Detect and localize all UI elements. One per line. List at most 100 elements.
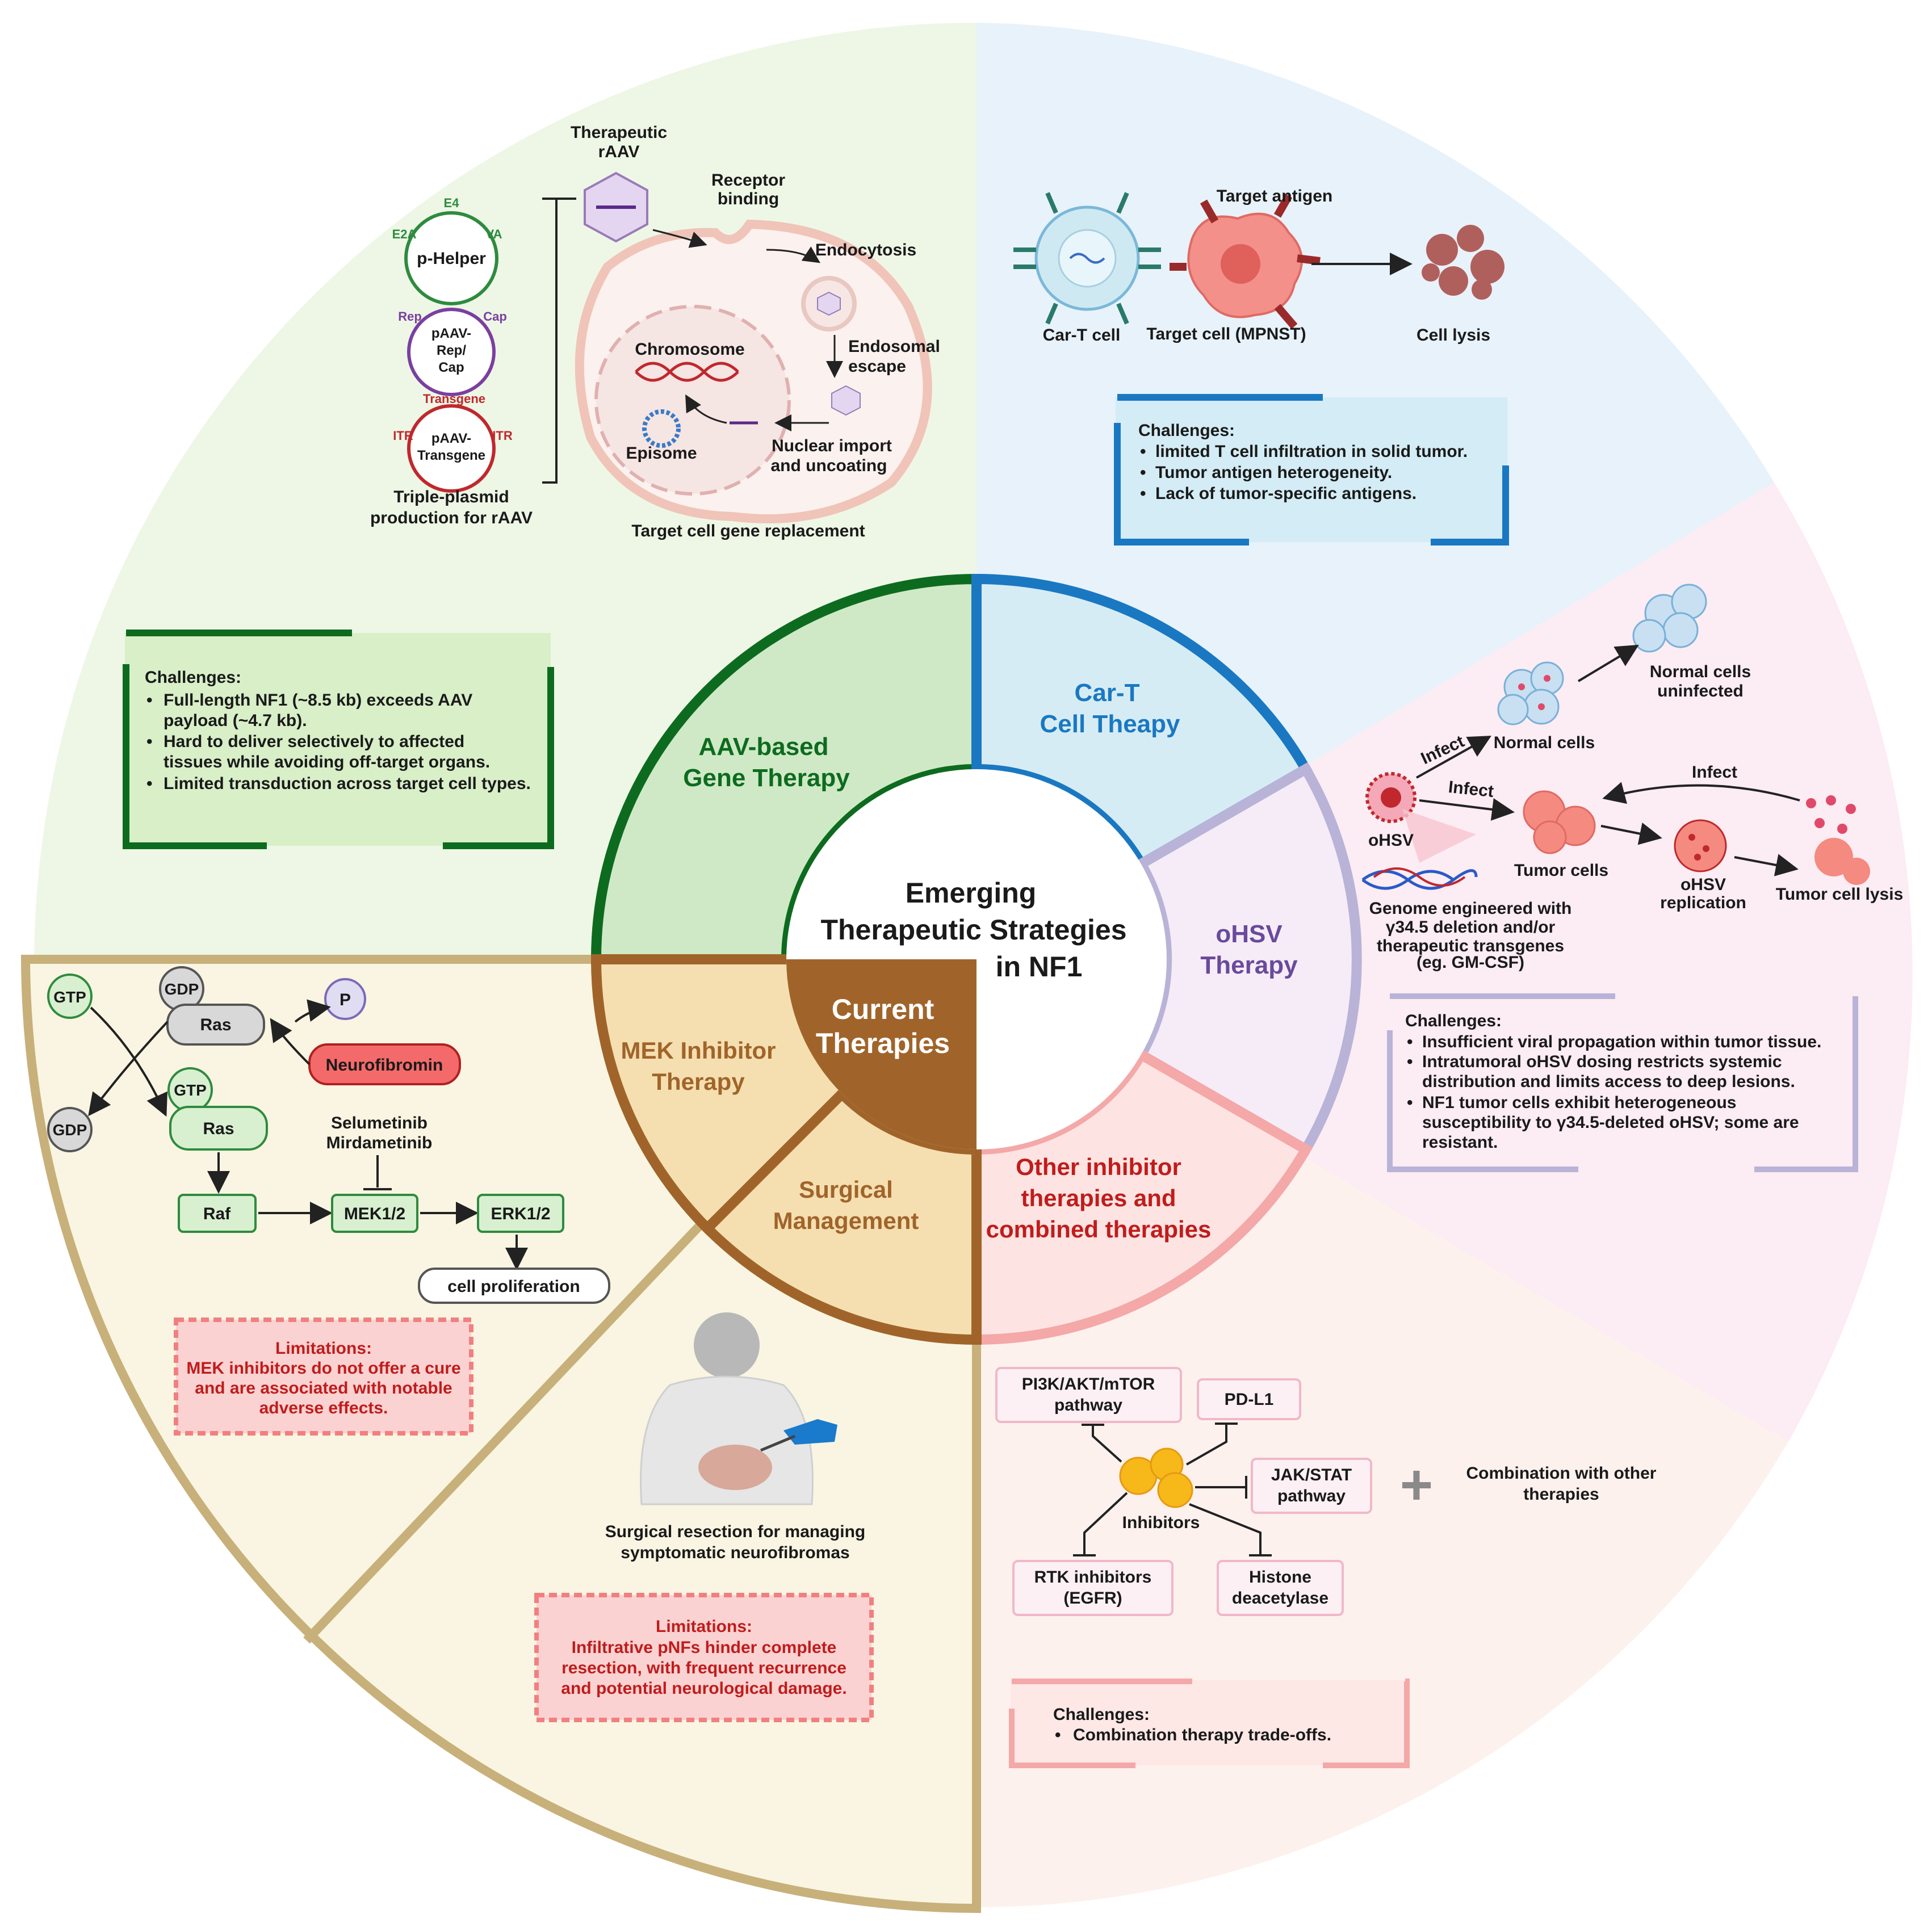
endosome-capsid-icon [817,291,841,316]
plasmid-transgene-icon [407,404,496,493]
lysed-cell-icon [1422,225,1504,300]
normal-cells-icon [1497,661,1564,725]
other-bullet-1: • [1055,1726,1061,1744]
gdp-node-2 [47,1107,93,1152]
cart-bullet-3: • [1140,484,1146,503]
ring-surgical-label-1: Surgical [799,1176,893,1203]
scalpel-icon [760,1434,795,1452]
erk-node [477,1194,564,1233]
mek-node [331,1194,418,1233]
other-challenges-frame [1009,1679,1410,1768]
plasmid-bracket [542,198,576,484]
pi3k-label-1: PI3K/AKT/mTOR [1022,1375,1155,1394]
ohsv-challenges-box [1388,996,1856,1169]
genome-line-4: (eg. GM-CSF) [1416,953,1524,972]
pi3k-label-2: pathway [1054,1396,1122,1415]
nucleus [594,305,791,496]
endocytosis-label: Endocytosis [815,241,916,259]
ring-other-segment [971,1047,1313,1345]
chromosome-dna-icon [635,362,739,382]
other-challenges-title: Challenges: [1053,1705,1150,1724]
ohsv-label: oHSV [1368,831,1414,850]
genome-line-3: therapeutic transgenes [1377,937,1564,955]
ohsv-challenge-2-line1: Intratumoral oHSV dosing restricts syste… [1422,1052,1782,1071]
plasmid-repcap-name-1: pAAV- [431,326,471,341]
jak-node [1251,1458,1372,1514]
ring-aav-label-1: AAV-based [698,733,828,761]
mek-inhibition-line [363,1155,392,1190]
ring-aav-segment [590,573,982,964]
ring-mek-label-1: MEK Inhibitor [621,1037,776,1064]
ohsv-genome-dna-icon-2 [1373,867,1466,887]
mek-limitations-line3: adverse effects. [259,1399,388,1417]
current-therapies-wedge [786,959,977,1149]
plasmid-transgene-itr-right: ITR [492,429,513,443]
gdp-label-1: GDP [165,980,199,998]
pi3k-node [995,1367,1182,1423]
aav-challenges-box [125,633,551,846]
normal-cells-uninfected-icon [1632,584,1707,653]
center-title-line2: Therapeutic Strategies [820,914,1126,946]
gap-arrow-to-ras [270,1018,311,1065]
ras-gdp-node [166,1004,265,1046]
phosphate-label: P [340,991,351,1009]
hdac-label-1: Histone [1249,1568,1311,1587]
ohsv-bullet-2: • [1407,1052,1413,1071]
cell-proliferation-node [418,1268,610,1304]
target-cell-nucleus [1221,244,1260,284]
nuclear-import-label-2: and uncoating [771,456,887,475]
infect-tumor-arrow [1419,798,1515,821]
ring-mek-label-2: Therapy [652,1068,745,1095]
infect-normal-arrow [1416,736,1491,779]
episome-arrow [685,394,727,424]
aav-challenge-2-line1: Hard to deliver selectively to affected [164,732,464,751]
cart-bullet-1: • [1140,442,1146,461]
gtp-label-2: GTP [174,1081,207,1099]
aav-challenge-3-line1: Limited transduction across target cell … [164,774,531,793]
plasmid-repcap-icon [407,308,496,396]
episome-label: Episome [626,444,697,463]
raf-node [178,1194,257,1233]
neurofibroma-icon [698,1445,772,1490]
other-challenge-1: Combination therapy trade-offs. [1073,1726,1331,1744]
aav-challenge-1-line1: Full-length NF1 (~8.5 kb) exceeds AAV [164,691,472,710]
plasmid-helper-e2a: E2A [392,227,417,241]
inhibitors-label: Inhibitors [1122,1513,1200,1532]
exchange-arc-2 [88,1021,169,1117]
plasmid-transgene-label: Transgene [423,392,485,406]
triple-plasmid-label-1: Triple-plasmid [393,488,509,506]
tumor-cells-label: Tumor cells [1514,861,1608,880]
plasmid-helper-e4: E4 [444,196,460,210]
ohsv-challenge-1-line1: Insufficient viral propagation within tu… [1422,1033,1821,1051]
replication-label-1: oHSV [1680,875,1726,894]
cart-challenges-box [1116,397,1507,542]
gtp-label-1: GTP [53,988,86,1006]
plasmid-helper-name: p-Helper [417,249,486,268]
ohsv-bullet-3: • [1407,1093,1413,1112]
surgical-caption-1: Surgical resection for managing [605,1522,865,1541]
cart-panel: Car-T cell Target antigen Target cell (M… [1013,187,1509,546]
aav-bullet-2: • [146,732,153,751]
receptor-binding-label-2: binding [718,190,779,208]
ring-other-label-1: Other inhibitor [1016,1153,1181,1180]
gtp-node-1 [47,974,93,1019]
gap-arrow-to-p [294,999,331,1023]
aav-bullet-1: • [146,691,153,710]
cart-receptors [1013,192,1161,325]
ring-ohsv-label-2: Therapy [1200,951,1298,979]
ring-cart-label-1: Car-T [1075,679,1140,707]
triple-plasmid-label-2: production for rAAV [370,509,533,527]
surgeon-glove-icon [783,1419,837,1445]
combo-plus-sign: + [1400,1453,1433,1517]
tumor-cells-icon [1523,790,1596,854]
aav-bullet-3: • [146,774,153,793]
tumor-lysis-icon [1814,838,1870,885]
surgical-caption-2: symptomatic neurofibromas [621,1543,849,1562]
normal-cells-dots [1518,675,1550,710]
gdp-label-2: GDP [53,1121,87,1139]
ring-surgical-label-2: Management [773,1207,919,1234]
cart-challenges-title: Challenges: [1138,421,1235,440]
cell-lysis-label: Cell lysis [1416,326,1490,345]
endocytosis-arrow [766,246,820,263]
